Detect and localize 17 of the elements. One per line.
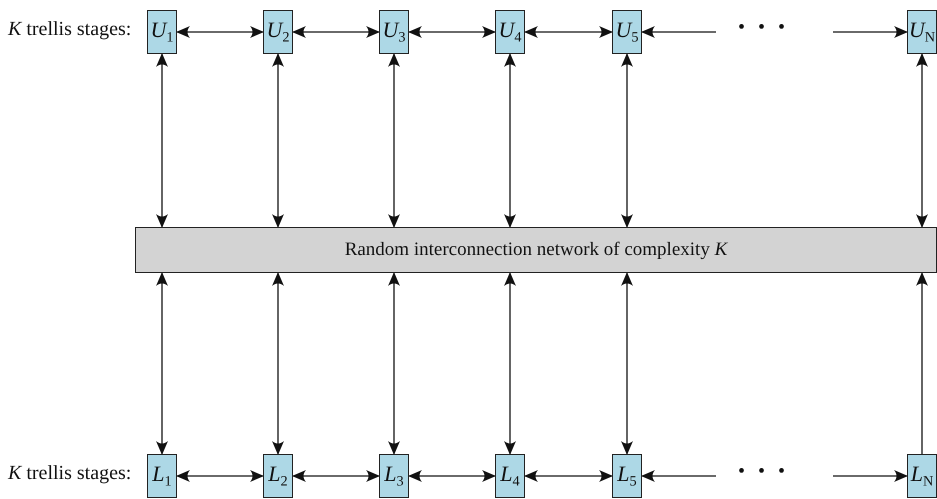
stage-box: U$_{1}$	[147, 10, 177, 54]
row-label: K trellis stages:	[8, 462, 132, 485]
stage-box: U$_{2}$	[263, 10, 293, 54]
stage-box: L$_{3}$	[379, 454, 409, 498]
network-box: Random interconnection network of complexity K	[135, 227, 937, 273]
stage-box: U$_{4}$	[495, 10, 525, 54]
stage-box: L$_{4}$	[495, 454, 525, 498]
stage-box: L$_{1}$	[147, 454, 177, 498]
stage-box: U$_{5}$	[612, 10, 642, 54]
stage-box: U$_{N}$	[907, 10, 937, 54]
stage-box: U$_{3}$	[379, 10, 409, 54]
stage-box: L$_{5}$	[612, 454, 642, 498]
ellipsis-dots: • • •	[738, 460, 790, 483]
stage-box: L$_{N}$	[907, 454, 937, 498]
stage-box: L$_{2}$	[263, 454, 293, 498]
row-label: K trellis stages:	[8, 18, 132, 41]
ellipsis-dots: • • •	[738, 16, 790, 39]
